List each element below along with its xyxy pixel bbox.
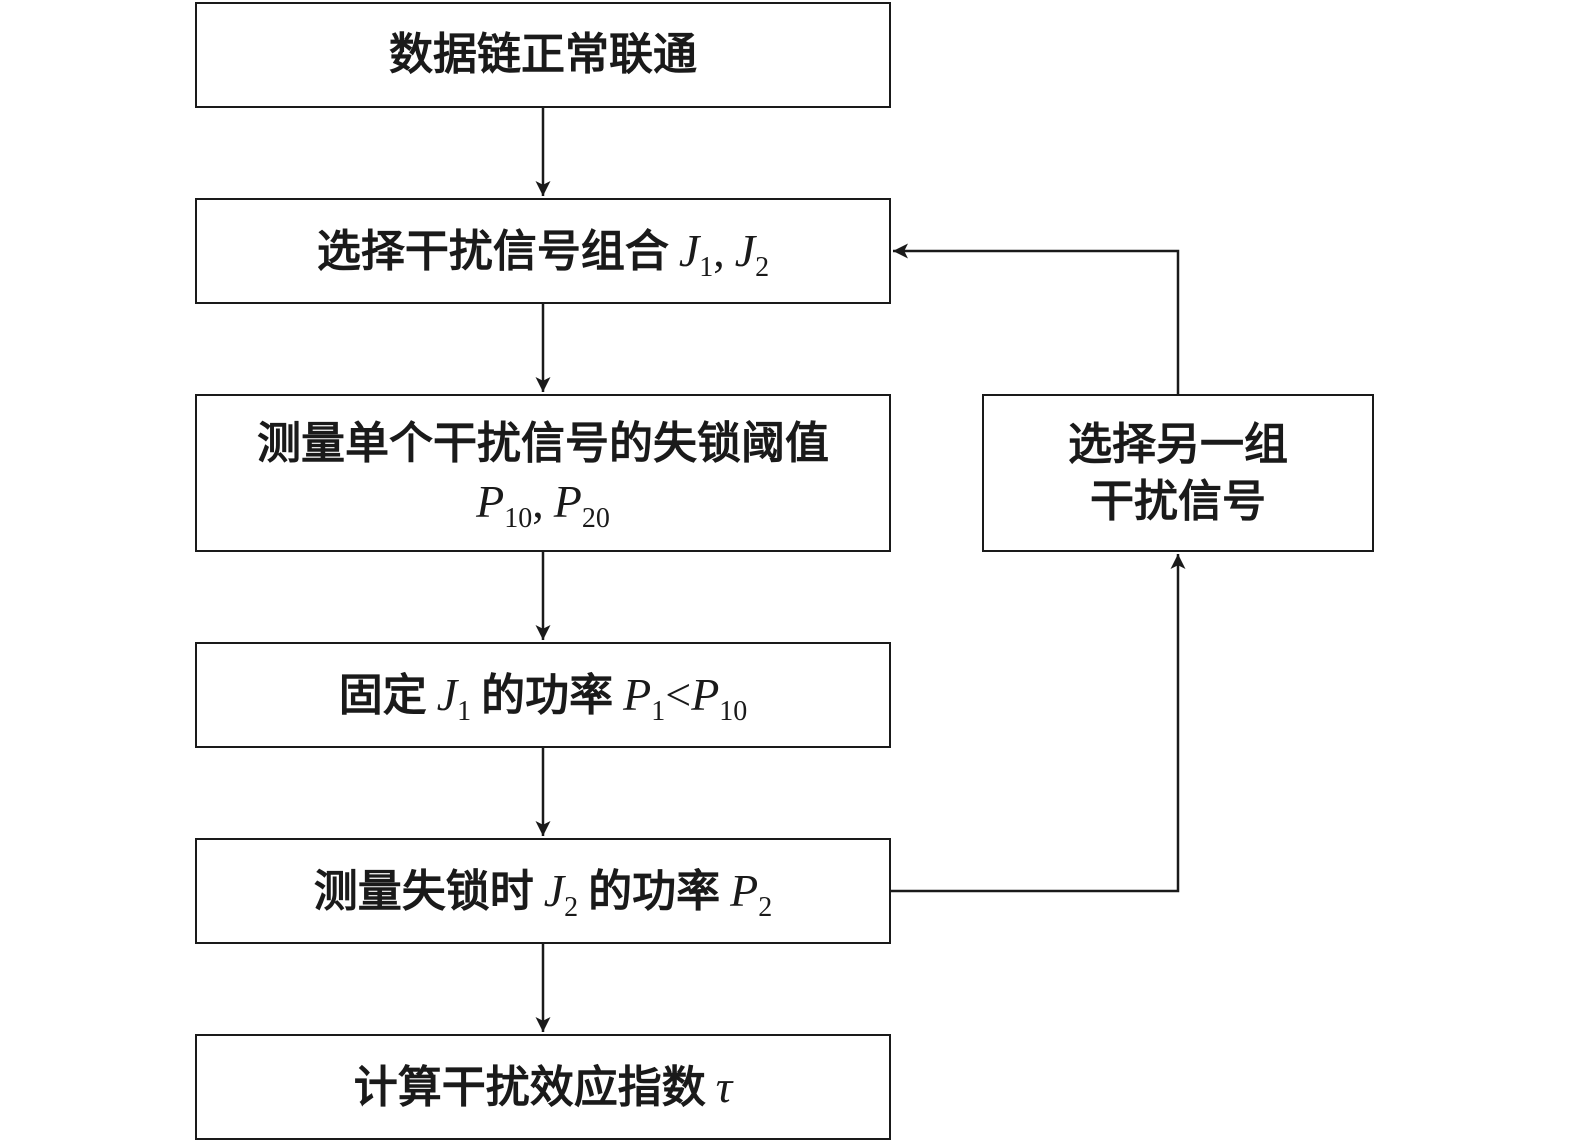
side-label-line2: 干扰信号 — [1090, 476, 1266, 527]
p1-symbol: P1 — [623, 669, 666, 727]
step-select-combo-label: 选择干扰信号组合 — [316, 226, 669, 278]
step-connect-box: 数据链正常联通 — [195, 2, 891, 108]
step-measure-threshold-label: 测量单个干扰信号的失锁阈值 — [257, 417, 829, 469]
step-measure-lock-prefix: 测量失锁时 — [313, 866, 534, 918]
step-measure-threshold-box: 测量单个干扰信号的失锁阈值 P10,P20 — [195, 394, 891, 552]
p10-symbol: P10 — [476, 475, 533, 534]
step-fix-power-prefix: 固定 — [338, 670, 427, 722]
step-measure-lock-mid: 的功率 — [588, 866, 721, 918]
step-compute-index-label: 计算干扰效应指数 — [353, 1062, 706, 1114]
j1-symbol: J1 — [678, 225, 714, 283]
separator-comma: , — [532, 475, 544, 527]
side-label-line1: 选择另一组 — [1068, 418, 1288, 470]
p10-symbol: P10 — [691, 669, 748, 727]
p20-symbol: P20 — [553, 475, 610, 534]
p2-symbol: P2 — [730, 865, 773, 923]
step-fix-power-mid: 的功率 — [481, 670, 614, 722]
j2-symbol: J2 — [734, 225, 770, 283]
j1-symbol: J1 — [436, 669, 472, 727]
j2-symbol: J2 — [543, 865, 579, 923]
less-than-operator: < — [665, 669, 692, 721]
arrow-side-to-select — [893, 243, 1180, 394]
separator-comma: , — [713, 225, 725, 277]
side-select-another-box: 选择另一组 干扰信号 — [982, 394, 1374, 552]
arrow-lock-to-side — [891, 554, 1186, 893]
step-connect-label: 数据链正常联通 — [389, 29, 697, 81]
tau-symbol: τ — [715, 1061, 733, 1113]
